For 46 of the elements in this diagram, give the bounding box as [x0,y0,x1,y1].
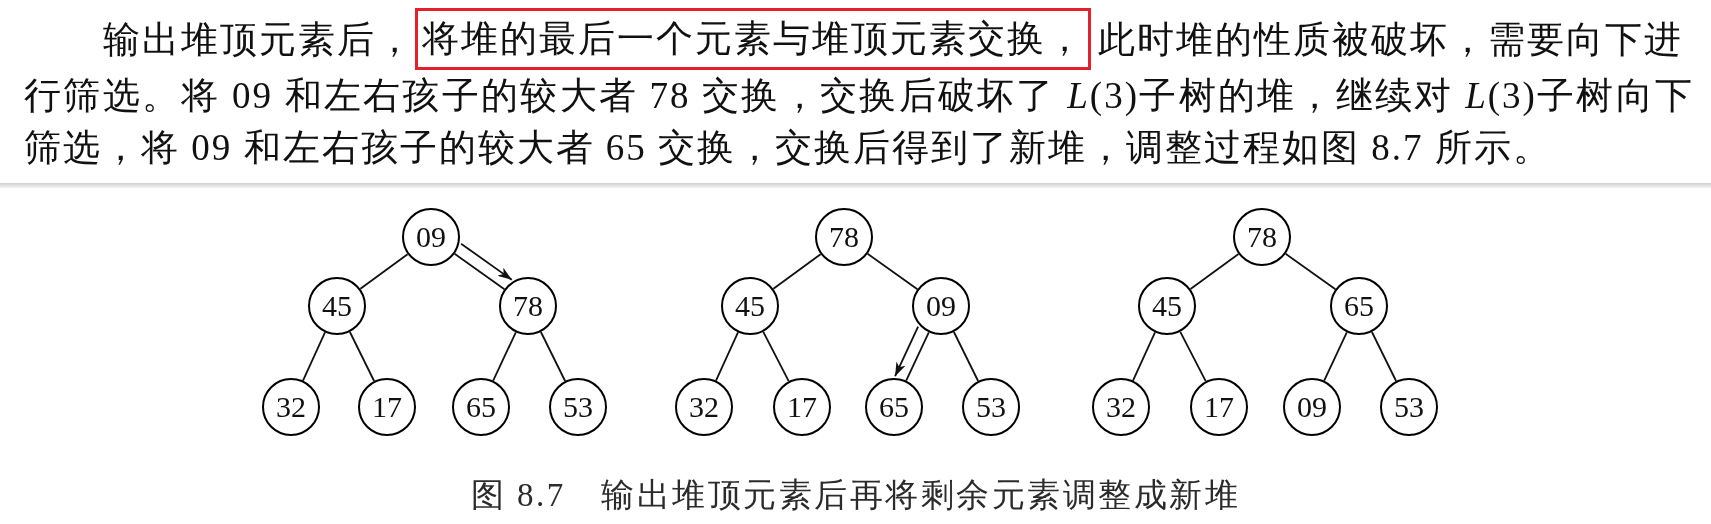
tree-edge-line [1189,253,1240,290]
tree-edge-line [1132,331,1156,382]
heap-node-circle: 78 [499,277,557,335]
tree-edge-line [762,330,790,383]
heap-node-circle: 32 [262,378,320,436]
tree-edge-line [349,331,375,382]
tree-edge-line [453,252,506,291]
heap-node-circle: 09 [1283,378,1341,436]
tree-edge-line [1179,330,1207,383]
heap-node-circle: 45 [308,277,366,335]
swap-arrow [460,242,513,281]
heap-node-circle: 17 [1190,378,1248,436]
heap-node-circle: 53 [1380,378,1438,436]
heap-node-circle: 65 [865,378,923,436]
heap-node-circle: 53 [962,378,1020,436]
tree-edge-line [1284,252,1337,291]
tree-edge-line [772,253,822,290]
heap-node-circle: 78 [1233,208,1291,266]
heap-node-circle: 65 [452,378,510,436]
heap-node-circle: 17 [773,378,831,436]
highlight-box: 将堆的最后一个元素与堆顶元素交换， [415,8,1091,70]
tree-edge-line [492,331,517,382]
heap-node-circle: 09 [402,208,460,266]
heap-node-circle: 32 [675,378,733,436]
tree-edge-line [1323,331,1348,382]
heap-node-circle: 32 [1092,378,1150,436]
heap-node-circle: 53 [549,378,607,436]
tree-edge-line [359,253,409,290]
figure-caption: 图 8.7 输出堆顶元素后再将剩余元素调整成新堆 [470,476,1241,515]
tree-edge-line [953,331,979,382]
heap-node-circle: 45 [1138,277,1196,335]
tree-edge-line [715,331,739,382]
heap-node-circle: 17 [358,378,416,436]
swap-arrow [894,325,919,378]
tree-edge-line [866,252,919,291]
paragraph-text: 此时堆的性质被破坏，需要向下进 [1098,18,1683,62]
heap-node-circle: 09 [912,277,970,335]
heap-node-circle: 45 [721,277,779,335]
heap-node-circle: 78 [815,208,873,266]
paragraph-text: 输出堆顶元素后， [103,18,415,62]
tree-edge-line [302,331,326,382]
heap-node-circle: 65 [1330,277,1388,335]
tree-edge-line [905,331,930,382]
tree-edge-line [540,331,566,382]
tree-edge-line [1371,331,1397,382]
paragraph-text: 行筛选。将 09 和左右孩子的较大者 78 交换，交换后破坏了 L(3)子树的堆，继续对 L(3)子树向下筛选，将 09 和左右孩子的较大者 65 交换，交换后得到了新堆，调整过程如图 8.7 所示。 [24,74,1694,170]
